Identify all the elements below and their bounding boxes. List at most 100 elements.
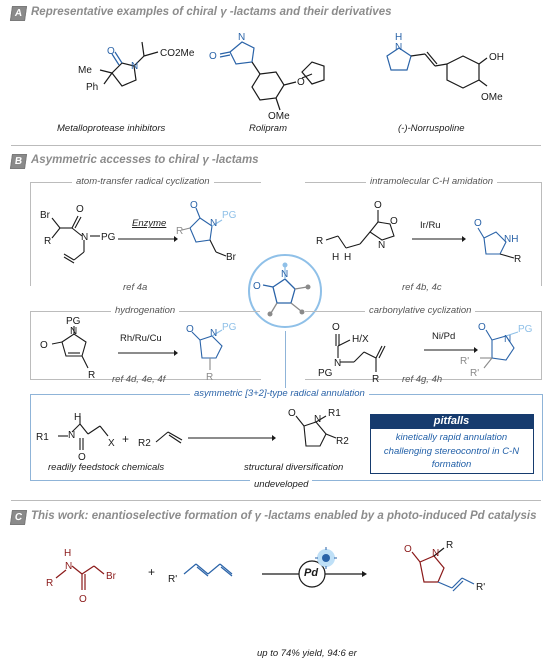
n-atom: N xyxy=(81,232,88,243)
x-label: X xyxy=(108,438,115,449)
work-product: O N R R' xyxy=(404,540,485,593)
o-atom: O xyxy=(288,408,296,419)
plus-sign-c: + xyxy=(148,565,156,579)
n-atom: N xyxy=(210,218,217,229)
r-label: R xyxy=(514,254,521,265)
r2-label: R2 xyxy=(336,436,349,447)
o-atom: O xyxy=(474,218,482,229)
r2-label: R2 xyxy=(138,438,151,449)
panel-carb-frame xyxy=(305,311,542,380)
o-atom: O xyxy=(253,281,261,292)
r-label: R xyxy=(446,540,453,551)
panel-carb-ref: ref 4g, 4h xyxy=(402,374,443,385)
work-reactant-bromoamide: R H N O Br xyxy=(46,548,117,605)
o-ring: O xyxy=(390,216,398,227)
carb-arrow xyxy=(424,347,478,353)
h-label: H xyxy=(64,548,71,559)
metalloprotease-structure: O N CO2Me Me Ph xyxy=(78,41,195,93)
atrc-arrow xyxy=(118,236,178,242)
work-result: up to 74% yield, 94:6 er xyxy=(257,648,357,659)
co2me-label: CO2Me xyxy=(160,48,195,59)
r-label: R xyxy=(176,226,183,237)
light-icon xyxy=(316,554,328,566)
panel-atrc-ref: ref 4a xyxy=(123,282,148,293)
carb-product: O N PG R' R' xyxy=(460,322,533,379)
nh-label: H xyxy=(395,32,402,43)
n-atom: N xyxy=(70,326,77,337)
center-lactam-emblem: O N xyxy=(248,254,322,328)
hyd-reagent: Rh/Ru/Cu xyxy=(120,333,162,344)
atrc-product: O N PG R Br xyxy=(176,200,237,263)
catalyst-label: Pd xyxy=(304,567,319,579)
rp-label: R' xyxy=(460,356,469,367)
caption-norruspoline: (-)-Norruspoline xyxy=(398,123,465,134)
n-atom: N xyxy=(432,548,439,559)
o-atom: O xyxy=(78,452,86,463)
hyd-substrate: PG N O R xyxy=(40,316,95,381)
o-atom: O xyxy=(190,200,198,211)
o-atom: O xyxy=(76,204,84,215)
h-label: H xyxy=(332,252,339,263)
section-a-tag: A xyxy=(9,6,28,21)
panel-hyd-ref: ref 4d, 4e, 4f xyxy=(112,374,166,385)
annulation-reactant-amide: R1 H N O X xyxy=(36,412,115,463)
r1-label: R1 xyxy=(36,432,49,443)
ome-label: OMe xyxy=(268,111,290,122)
carb-reagent: Ni/Pd xyxy=(432,331,456,342)
r-label: R xyxy=(46,578,53,589)
annulation-arrow xyxy=(188,435,276,441)
annulation-left-caption: readily feedstock chemicals xyxy=(48,462,165,473)
br-label: Br xyxy=(226,252,237,263)
section-a-title: Representative examples of chiral γ -lac… xyxy=(31,6,392,18)
pg-label: PG xyxy=(222,322,237,333)
n-atom: N xyxy=(65,561,72,572)
panel-atrc-title: atom-transfer radical cyclization xyxy=(72,176,214,187)
annulation-product: O N R1 R2 xyxy=(288,408,349,447)
pitfall-line-2: challenging stereocontrol in C-N xyxy=(383,446,520,457)
ph-label: Ph xyxy=(86,82,98,93)
annulation-right-caption: structural diversification xyxy=(244,462,344,473)
section-b-tag: B xyxy=(9,154,28,169)
pitfall-line-3: formation xyxy=(431,459,472,470)
n-atom: N xyxy=(504,334,511,345)
caption-metalloprotease: Metalloprotease inhibitors xyxy=(57,123,166,134)
divider-a xyxy=(11,145,541,146)
annulation-status: undeveloped xyxy=(250,479,313,490)
h-label-2: H xyxy=(344,252,351,263)
pg-label: PG xyxy=(101,232,116,243)
pitfall-line-1: kinetically rapid annulation xyxy=(395,432,508,443)
o-atom: O xyxy=(107,46,115,57)
o-atom: O xyxy=(79,594,87,605)
panel-ch-title: intramolecular C-H amidation xyxy=(366,176,498,187)
ch-reagent: Ir/Ru xyxy=(420,220,441,231)
hx-label: H/X xyxy=(352,334,369,345)
panel-hyd-title: hydrogenation xyxy=(111,305,180,316)
br-label: Br xyxy=(40,210,51,221)
hyd-arrow xyxy=(118,350,178,356)
r1-label: R1 xyxy=(328,408,341,419)
o-ether: O xyxy=(297,77,305,88)
pitfalls-heading: pitfalls xyxy=(370,414,533,429)
r-label: R xyxy=(206,372,213,383)
ch-substrate: R H H O O N xyxy=(316,200,398,263)
h-label: H xyxy=(74,412,81,423)
o-atom: O xyxy=(209,51,217,62)
atrc-reagent: Enzyme xyxy=(132,218,167,229)
o-atom: O xyxy=(186,324,194,335)
caption-rolipram: Rolipram xyxy=(249,123,288,134)
annulation-reactant-alkene: R2 xyxy=(138,431,183,449)
section-c-tag: C xyxy=(9,510,28,525)
rp-label-2: R' xyxy=(470,368,479,379)
ch-arrow xyxy=(412,236,466,242)
r-label: R xyxy=(372,374,379,385)
ch-product: O NH R xyxy=(474,218,521,265)
divider-b xyxy=(11,500,541,501)
rp-label: R' xyxy=(168,574,177,585)
o-atom: O xyxy=(40,340,48,351)
n-atom: N xyxy=(314,414,321,425)
r-label: R xyxy=(88,370,95,381)
panel-carb-title: carbonylative cyclization xyxy=(365,305,476,316)
emblem-connector xyxy=(285,331,286,389)
ome-label: OMe xyxy=(481,92,503,103)
carb-substrate: O H/X N PG R xyxy=(318,322,386,385)
